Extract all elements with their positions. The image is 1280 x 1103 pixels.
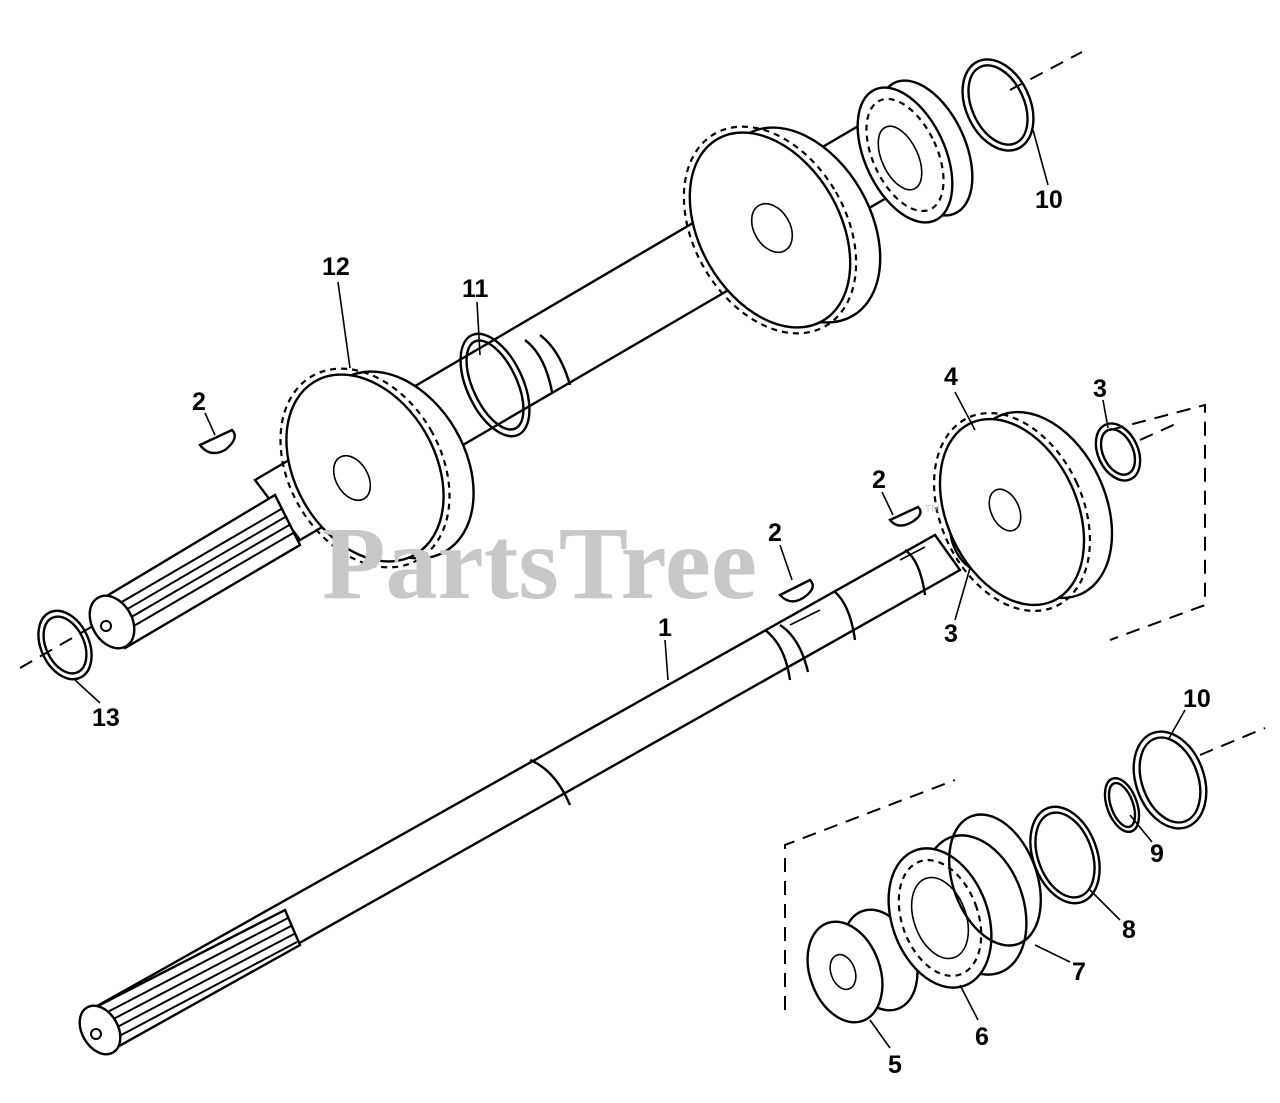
callout-3-left: 3	[944, 620, 958, 648]
callout-6: 6	[975, 1023, 989, 1051]
lower-shaft-assembly	[78, 403, 1206, 1056]
callout-2-upper: 2	[192, 388, 206, 416]
gear-12	[279, 367, 475, 569]
retaining-ring-13	[37, 609, 93, 681]
callout-labels: 10 12 11 2 4 3 2 2 3 1 13 10 9 8 7 6 5	[92, 186, 1211, 1079]
callout-12: 12	[322, 253, 350, 281]
callout-1: 1	[658, 614, 672, 642]
callout-11: 11	[462, 275, 489, 303]
callout-3-right: 3	[1093, 375, 1107, 403]
watermark-text: PartsTree	[322, 506, 757, 621]
partstree-watermark: PartsTree TM	[322, 504, 939, 621]
ring-10-upper	[961, 58, 1035, 152]
upper-bearing	[856, 79, 974, 224]
callout-2-mid: 2	[768, 519, 782, 547]
ring-9	[1103, 776, 1141, 834]
snap-ring-3-right	[1094, 422, 1142, 482]
upper-shaft-assembly	[19, 51, 1083, 681]
key-2-right	[888, 505, 922, 527]
callout-10-lower: 10	[1183, 685, 1211, 713]
lower-shaft-splines	[95, 917, 298, 1043]
callout-7: 7	[1072, 958, 1086, 986]
upper-drive-gear	[682, 125, 882, 335]
watermark-trademark: TM	[925, 504, 939, 515]
bearing-assembly	[784, 727, 1266, 1024]
callout-10-upper: 10	[1035, 186, 1063, 214]
callout-5: 5	[888, 1051, 902, 1079]
ring-10-lower	[1132, 730, 1208, 830]
upper-shaft-splines	[107, 507, 296, 635]
callout-9: 9	[1150, 840, 1164, 868]
leader-lines	[74, 129, 1186, 1049]
key-2-upper	[198, 428, 236, 455]
snap-ring-11	[459, 332, 531, 438]
callout-2-right: 2	[872, 466, 886, 494]
ring-8	[1029, 805, 1101, 905]
key-2-mid	[778, 578, 814, 603]
callout-4: 4	[944, 363, 958, 391]
gear-4	[932, 410, 1114, 613]
callout-13: 13	[92, 704, 120, 732]
callout-8: 8	[1122, 916, 1136, 944]
